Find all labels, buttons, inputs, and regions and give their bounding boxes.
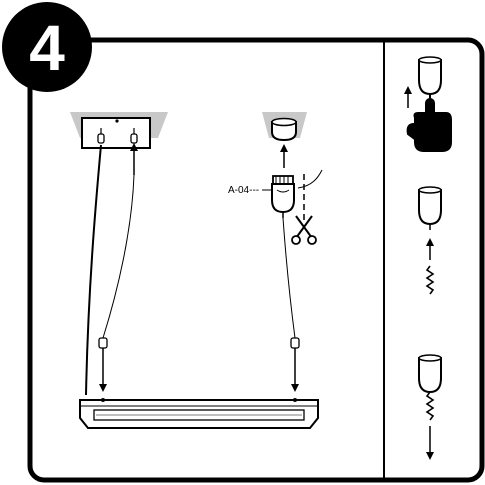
cable-gripper-right (290, 337, 300, 349)
step-number: 4 (29, 12, 65, 84)
arrow-up-icon (130, 143, 138, 151)
arrow-up-icon (426, 238, 434, 246)
power-cable-left (85, 144, 102, 396)
arrow-down-icon (426, 452, 434, 460)
lamp-bar (79, 398, 319, 429)
left-assembly (70, 112, 168, 396)
canopy-box (81, 117, 151, 149)
diagram-frame (27, 37, 485, 483)
hand-pointer-icon (406, 98, 452, 152)
part-label: A-04--- (228, 185, 259, 196)
right-panel (404, 56, 452, 460)
release-step-push (404, 56, 452, 152)
arrow-up-icon (404, 86, 412, 94)
cable-gripper-center (271, 175, 295, 218)
arrow-down-icon (99, 384, 107, 392)
center-assembly: A-04--- (228, 112, 323, 392)
arrow-down-icon (291, 384, 299, 392)
release-step-insert (418, 186, 442, 295)
cable-gripper-left (98, 337, 108, 349)
arrow-up-icon (280, 144, 288, 152)
scissors-icon (291, 215, 317, 245)
step-badge: 4 (2, 2, 92, 92)
release-step-pull (418, 354, 442, 460)
